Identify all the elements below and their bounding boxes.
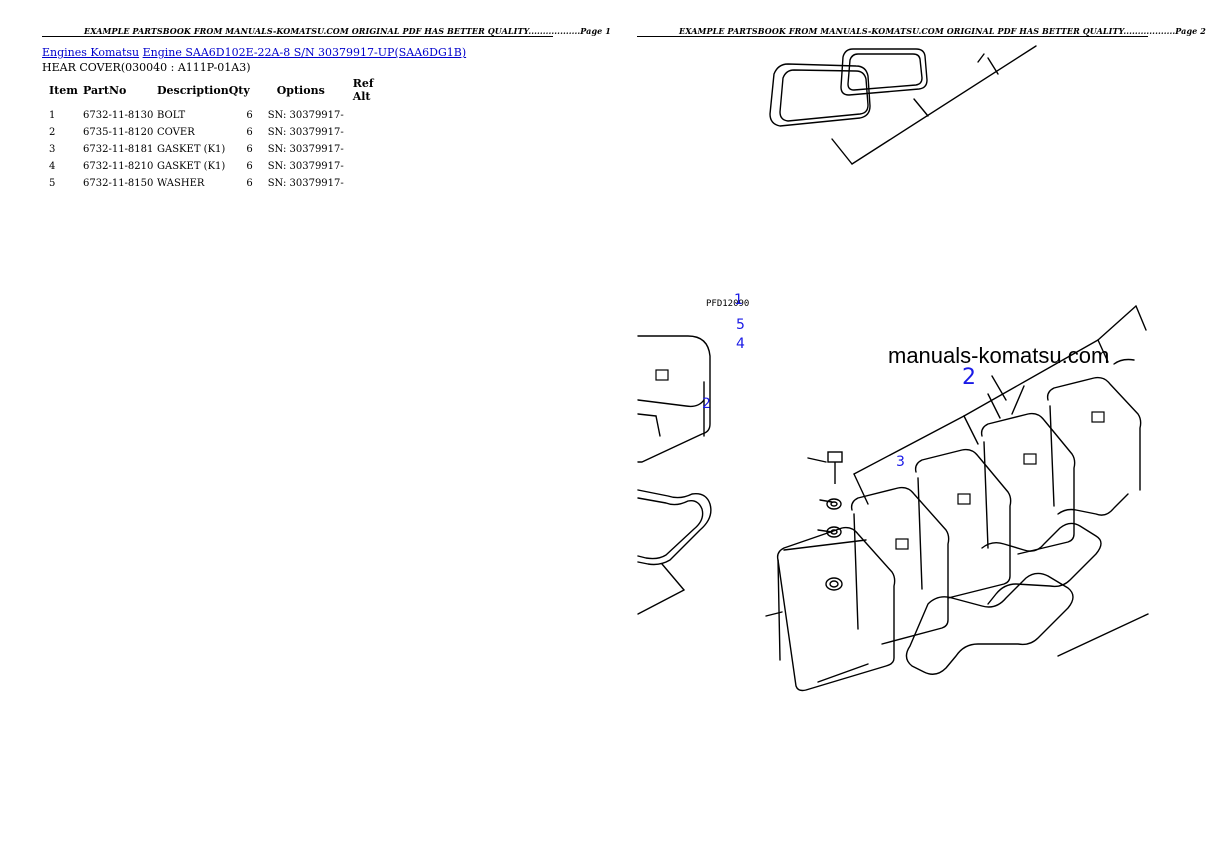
cell-partno: 6732-11-8150 <box>83 178 154 189</box>
cell-partno: 6732-11-8181 <box>83 144 154 155</box>
parts-page-1: EXAMPLE PARTSBOOK FROM MANUALS-KOMATSU.C… <box>0 0 611 842</box>
cell-options: SN: 30379917- <box>267 144 344 155</box>
watermark: manuals-komatsu.com <box>888 343 1109 368</box>
cell-description: BOLT <box>157 110 186 121</box>
section-title: HEAR COVER(030040 : A111P-01A3) <box>42 61 251 74</box>
callout-2-large: 2 <box>962 365 976 390</box>
washer-part <box>825 498 843 591</box>
cover-bolts <box>655 369 1105 550</box>
cell-description: GASKET (K1) <box>157 144 226 155</box>
cell-options: SN: 30379917- <box>267 178 344 189</box>
table-row: 5 6732-11-8150 WASHER 6 SN: 30379917- <box>44 175 393 192</box>
cell-qty: 6 <box>246 161 253 172</box>
table-header-row: Item PartNo Description Qty Options Ref … <box>44 77 393 107</box>
cell-ref-alt <box>353 175 393 192</box>
drawing-code: PFD12090 <box>706 299 749 309</box>
cell-qty: 6 <box>246 178 253 189</box>
parts-table: Item PartNo Description Qty Options Ref … <box>44 77 393 192</box>
column-header-partno: PartNo <box>83 83 127 97</box>
column-header-item: Item <box>49 83 78 97</box>
cell-options: SN: 30379917- <box>267 110 344 121</box>
cell-partno: 6735-11-8120 <box>83 127 154 138</box>
callout-1: 1 <box>734 292 743 308</box>
cell-description: COVER <box>157 127 195 138</box>
cell-qty: 6 <box>246 144 253 155</box>
table-row: 4 6732-11-8210 GASKET (K1) 6 SN: 3037991… <box>44 158 393 175</box>
breadcrumb: Engines Komatsu Engine SAA6D102E-22A-8 S… <box>42 46 466 59</box>
cell-qty: 6 <box>246 127 253 138</box>
callout-4: 4 <box>736 336 745 352</box>
header-divider <box>637 36 1148 37</box>
cell-description: WASHER <box>157 178 205 189</box>
cell-item: 2 <box>49 127 56 138</box>
cell-partno: 6732-11-8130 <box>83 110 154 121</box>
header-divider <box>42 36 553 37</box>
column-header-qty: Qty <box>228 83 250 97</box>
cell-options: SN: 30379917- <box>267 161 344 172</box>
cell-qty: 6 <box>246 110 253 121</box>
breadcrumb-link-engines[interactable]: Engines Komatsu <box>42 46 140 59</box>
callout-5: 5 <box>736 317 745 333</box>
cell-ref-alt <box>353 158 393 175</box>
callout-2: 2 <box>702 396 711 412</box>
parts-page-2: EXAMPLE PARTSBOOK FROM MANUALS-KOMATSU.C… <box>595 0 1206 842</box>
column-header-options: Options <box>276 83 325 97</box>
cell-ref-alt <box>353 141 393 158</box>
cell-partno: 6732-11-8210 <box>83 161 154 172</box>
breadcrumb-link-engine-model[interactable]: Engine SAA6D102E-22A-8 S/N 30379917-UP(S… <box>142 46 467 59</box>
table-row: 3 6732-11-8181 GASKET (K1) 6 SN: 3037991… <box>44 141 393 158</box>
page-header: EXAMPLE PARTSBOOK FROM MANUALS-KOMATSU.C… <box>84 26 611 36</box>
bolt-part <box>827 451 843 484</box>
table-row: 2 6735-11-8120 COVER 6 SN: 30379917- <box>44 124 393 141</box>
cell-ref-alt <box>353 124 393 141</box>
cell-item: 1 <box>49 110 56 121</box>
cell-item: 5 <box>49 178 56 189</box>
column-header-description: Description <box>157 83 229 97</box>
cell-options: SN: 30379917- <box>267 127 344 138</box>
cell-item: 4 <box>49 161 56 172</box>
cell-item: 3 <box>49 144 56 155</box>
page-header: EXAMPLE PARTSBOOK FROM MANUALS-KOMATSU.C… <box>679 26 1206 36</box>
column-header-ref-alt: Ref Alt <box>352 77 374 103</box>
cell-ref-alt <box>353 107 393 124</box>
exploded-parts-drawing: PFD12090 1 5 4 2 2 3 manuals-komatsu.com <box>637 45 1149 692</box>
table-row: 1 6732-11-8130 BOLT 6 SN: 30379917- <box>44 107 393 124</box>
callout-3: 3 <box>896 454 905 470</box>
cell-description: GASKET (K1) <box>157 161 226 172</box>
